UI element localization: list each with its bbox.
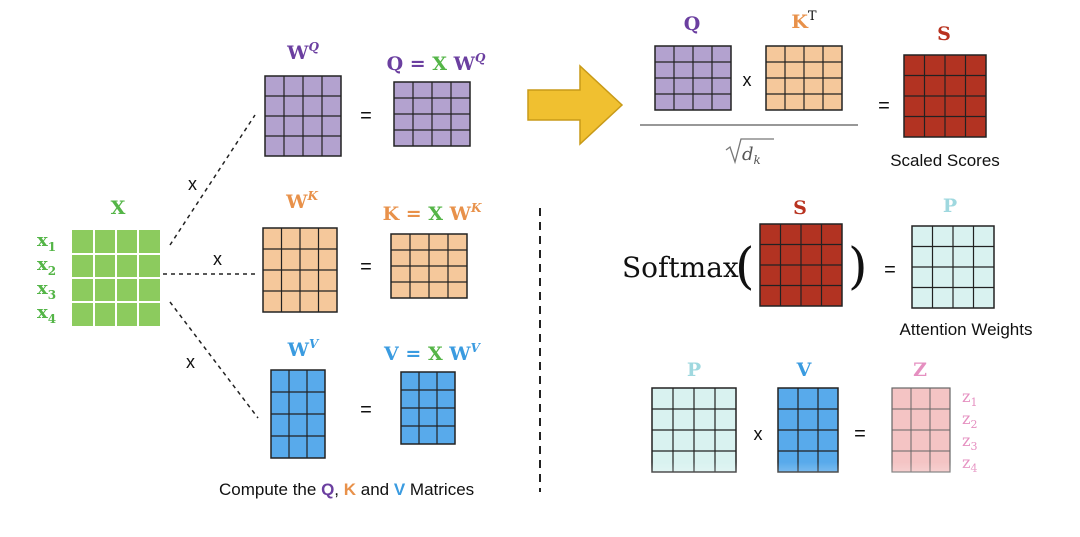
x-matrix-title: X: [111, 197, 126, 219]
p-matrix-bottom: [651, 387, 737, 473]
equals-sign: =: [854, 423, 866, 445]
q-equation: Q = X WQ: [387, 51, 486, 75]
s-label: S: [937, 23, 951, 45]
dashed-connectors: [163, 114, 259, 419]
z-label: Z: [913, 359, 927, 381]
right-arrow-icon: [527, 64, 624, 146]
q-matrix-top: [654, 45, 732, 111]
bottom-fade: [640, 462, 1000, 512]
wk-label: WK: [285, 189, 318, 213]
connector-times: x x x: [186, 174, 222, 372]
equals-sign: =: [360, 256, 372, 278]
p-matrix: [911, 225, 995, 309]
k-matrix: [390, 233, 468, 299]
scaled-scores-label: Scaled Scores: [890, 151, 1000, 170]
wq-matrix: [264, 75, 342, 157]
paren-close: ): [848, 237, 868, 295]
sqrt-dk-text: dk: [742, 144, 761, 167]
x-row-labels: x1 x2 x3 x4: [37, 230, 56, 326]
z-row-label: z3: [962, 431, 977, 453]
times-sign: x: [188, 174, 197, 194]
equals-sign: =: [360, 105, 372, 127]
x-matrix: [72, 230, 160, 326]
x-row-label: x1: [37, 230, 56, 254]
paren-open: (: [735, 237, 755, 295]
p-label-bottom: P: [687, 359, 701, 381]
v-matrix-bottom: [777, 387, 839, 473]
q-matrix: [393, 81, 471, 147]
p-label: P: [943, 195, 957, 217]
wv-label: WV: [287, 337, 320, 361]
wq-label: WQ: [286, 40, 319, 64]
kt-matrix: [765, 45, 843, 111]
q-label-top: Q: [684, 13, 701, 35]
kt-label: KT: [791, 9, 817, 33]
k-equation: K = X WK: [383, 201, 482, 225]
s-matrix-softmax: [759, 223, 843, 307]
compute-caption: Compute the Q, K and V Matrices: [219, 480, 474, 499]
wv-matrix: [270, 369, 326, 459]
x-row-label: x3: [37, 278, 56, 302]
z-row-label: z2: [962, 409, 977, 431]
s-matrix: [903, 54, 987, 138]
z-row-label: z1: [962, 387, 977, 409]
equals-sign: =: [878, 95, 890, 117]
equals-sign: =: [360, 399, 372, 421]
times-sign: x: [754, 424, 763, 444]
z-matrix: [891, 387, 951, 473]
times-sign: x: [743, 70, 752, 90]
z-row-labels: z1 z2 z3 z4: [962, 387, 977, 475]
wk-matrix: [262, 227, 338, 313]
equals-sign: =: [884, 259, 896, 281]
v-matrix: [400, 371, 456, 445]
softmax-label: Softmax: [622, 251, 739, 284]
attention-weights-label: Attention Weights: [900, 320, 1033, 339]
sqrt-dk: dk: [725, 138, 774, 167]
times-sign: x: [213, 249, 222, 269]
times-sign: x: [186, 352, 195, 372]
x-row-label: x4: [37, 302, 56, 326]
s-label-softmax: S: [793, 197, 807, 219]
x-row-label: x2: [37, 254, 56, 278]
v-equation: V = X WV: [383, 341, 482, 365]
v-label-bottom: V: [796, 359, 813, 381]
